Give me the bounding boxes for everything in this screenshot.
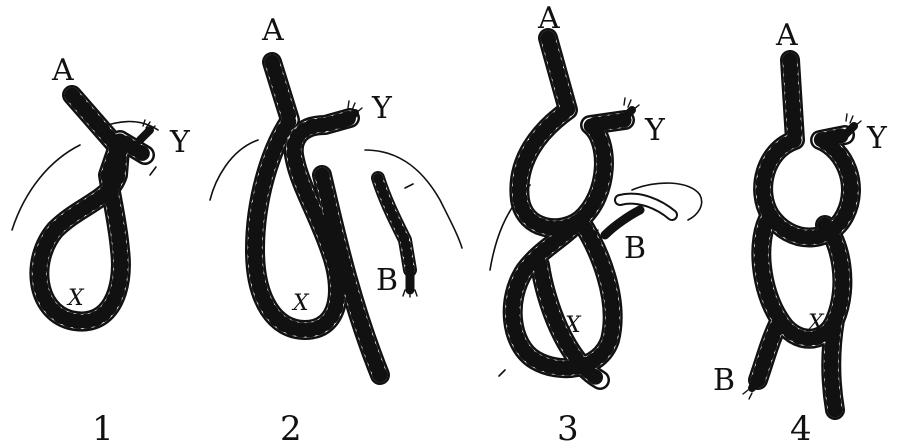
rope bbox=[210, 62, 462, 375]
rope-end-y-label: Y bbox=[866, 121, 888, 156]
loop-x-label: X bbox=[563, 313, 582, 338]
rope-end-y-label: Y bbox=[644, 113, 666, 148]
rope-end-a-label: A bbox=[261, 13, 284, 48]
loop-x-label: X bbox=[806, 311, 825, 336]
figure-number: 1 bbox=[92, 409, 114, 444]
rope-end-b-label: B bbox=[713, 363, 735, 398]
step-1: A Y X 1 bbox=[12, 53, 191, 444]
rope-end-y-label: Y bbox=[371, 91, 393, 126]
step-2: A Y B X 2 bbox=[210, 13, 462, 444]
rope-end-b-label: B bbox=[376, 263, 398, 298]
step-3: A Y B X 3 bbox=[490, 1, 702, 444]
figure-number: 2 bbox=[280, 409, 302, 444]
rope bbox=[12, 95, 158, 322]
rope bbox=[743, 60, 861, 410]
rope-end-y-label: Y bbox=[169, 125, 191, 160]
rope-end-b-label: B bbox=[624, 231, 646, 266]
loop-x-label: X bbox=[291, 291, 310, 316]
figure-number: 4 bbox=[790, 409, 812, 444]
figure-number: 3 bbox=[557, 409, 579, 444]
rope-end-a-label: A bbox=[775, 18, 798, 53]
rope-end-a-label: A bbox=[537, 1, 560, 36]
step-4: A Y B X 4 bbox=[713, 18, 888, 444]
loop-x-label: X bbox=[66, 286, 85, 311]
rope-end-a-label: A bbox=[51, 53, 74, 88]
rope bbox=[490, 38, 702, 380]
